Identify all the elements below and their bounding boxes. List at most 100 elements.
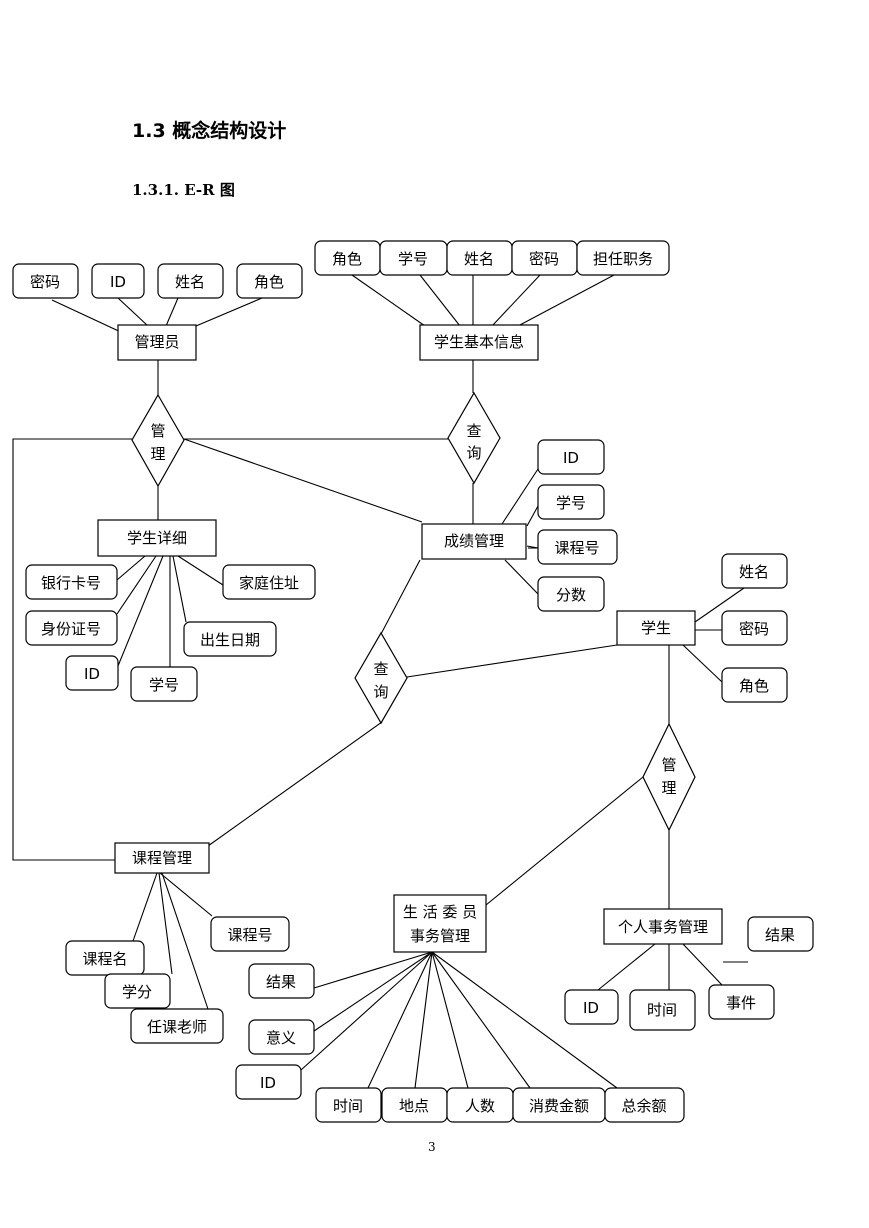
line [132,872,158,942]
attribute: 姓名 [157,263,224,299]
attribute-label: 角色 [332,250,362,268]
attribute-label: 分数 [556,586,586,604]
attribute-label: 地点 [399,1097,429,1115]
attribute-label: 学号 [398,250,428,268]
attribute-label: 姓名 [464,250,494,268]
attribute: 角色 [314,240,381,276]
attribute-label: 学号 [556,494,586,512]
line [183,438,423,523]
line [351,274,426,327]
relationship-label: 理 [150,445,165,463]
attribute-label: ID [260,1074,276,1092]
attribute-label: 消费金额 [529,1097,589,1115]
attribute: 结果 [248,963,315,999]
attribute-label: 角色 [254,273,284,291]
attribute-label: 角色 [739,677,769,695]
attribute: 学分 [104,973,171,1009]
entity-student-basic: 学生基本信息 [419,324,539,361]
attribute-label: 任课老师 [147,1018,207,1036]
entity-course-mgmt: 课程管理 [114,842,210,874]
relationships: 管 理 查 询 查 询 管 理 [131,391,696,832]
attribute: 时间 [315,1087,382,1123]
attribute: 学号 [130,666,198,702]
relationship-manage-2: 管 理 [642,722,696,832]
attribute: 角色 [721,667,788,703]
line [501,468,539,525]
relationship-label: 管 [661,756,676,774]
entities: 管理员 学生基本信息 学生详细 成绩管理 学生 课程管理 生 活 委 员 事务管… [97,324,723,953]
line [682,644,723,683]
attribute: 密码 [721,610,788,646]
line [300,951,433,1071]
connector-lines [12,274,748,1089]
entity-admin: 管理员 [117,324,197,361]
attribute-label: 密码 [30,273,60,291]
relationship-label: 管 [150,422,165,440]
attribute-label: 出生日期 [200,631,260,649]
attribute-label: ID [563,449,579,467]
attribute: 密码 [511,240,578,276]
entity-label: 课程管理 [132,849,192,867]
relationship-label: 理 [661,779,676,797]
subsection-heading: 1.3.1. E-R 图 [132,181,235,199]
attribute: 家庭住址 [222,564,316,600]
attribute: 角色 [236,263,303,299]
page-number: 3 [428,1140,436,1154]
attribute-label: 时间 [647,1001,677,1019]
line [116,555,146,581]
relationship-manage-1: 管 理 [131,393,185,488]
attribute-label: 总余额 [621,1097,666,1115]
attribute: 学号 [379,240,448,276]
line [431,951,618,1089]
attribute: ID [235,1064,302,1100]
attribute: 担任职务 [576,240,670,276]
line [694,587,745,623]
attribute: 意义 [248,1019,315,1055]
line [172,555,187,623]
attribute-label: 家庭住址 [239,574,299,592]
line [504,559,539,595]
entity-life-committee: 生 活 委 员 事务管理 [393,894,487,953]
line [431,951,531,1089]
line [117,297,149,327]
entity-personal-affairs: 个人事务管理 [603,908,723,945]
entity-student-detail: 学生详细 [97,519,217,557]
line [406,644,618,678]
attribute-label: 课程名 [82,950,127,968]
attribute: ID [65,655,119,691]
attribute-label: 姓名 [739,563,769,581]
attribute-label: ID [84,665,100,683]
line [682,943,723,986]
entity-label: 事务管理 [410,927,470,945]
attribute: 结果 [747,916,814,952]
attribute-label: 人数 [465,1097,495,1115]
entity-label: 生 活 委 员 [403,903,477,921]
line [414,951,433,1089]
attribute-label: 时间 [333,1097,363,1115]
attribute-label: 密码 [739,620,769,638]
line [485,776,644,906]
attribute: 学号 [537,484,605,520]
relationship-label: 查 [373,660,388,678]
attribute-label: 姓名 [175,273,205,291]
attribute: 出生日期 [183,621,277,657]
attribute: 姓名 [721,553,788,589]
attribute-label: 学号 [149,676,179,694]
line [313,951,433,989]
attribute-label: 课程号 [554,539,599,557]
attribute-label: 密码 [529,250,559,268]
line [491,274,541,327]
line [431,951,469,1089]
attribute: 银行卡号 [25,564,118,600]
attribute: 人数 [446,1087,514,1123]
attribute: 事件 [708,984,775,1020]
line [367,951,433,1089]
entity-label: 成绩管理 [444,532,504,550]
attribute: ID [91,263,145,299]
attribute-label: 身份证号 [41,620,101,638]
attribute: 姓名 [446,240,513,276]
relationship-label: 询 [466,444,481,462]
relationship-query-1: 查 询 [447,391,501,485]
entity-label: 学生 [641,619,671,637]
attribute-label: ID [583,999,599,1017]
